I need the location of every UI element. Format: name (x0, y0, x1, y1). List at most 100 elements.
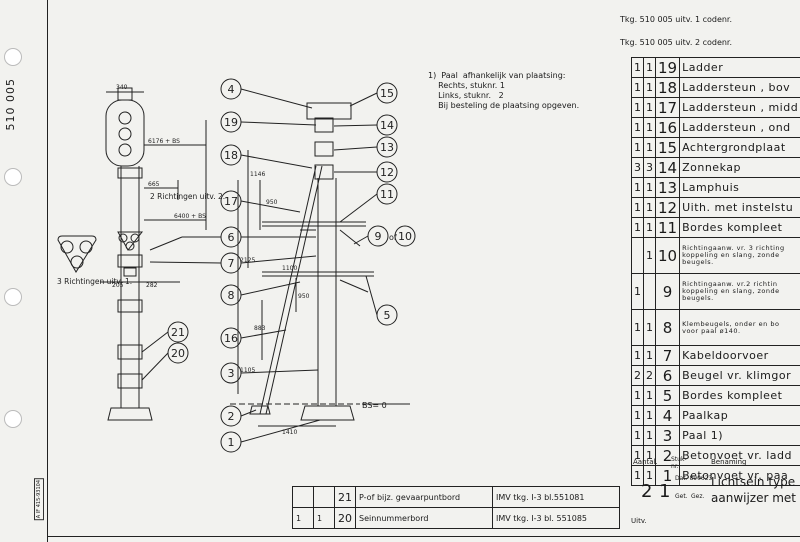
frame-border-bottom (47, 536, 800, 537)
lamp-icon (118, 143, 132, 157)
part-q2: 1 (643, 217, 656, 238)
balloon-label: 9 (375, 230, 382, 243)
balloon-label: 17 (224, 195, 238, 208)
balloon-label: 16 (224, 332, 238, 345)
part-q1: 1 (631, 97, 644, 118)
part-name: Betonvoet vr. ladd (679, 445, 800, 466)
part-name: Klembeugels, onder en bo voor paal ø140. (679, 309, 800, 346)
balloon-label: 11 (380, 188, 394, 201)
part-no: 14 (654, 157, 681, 178)
lamp-icon (118, 127, 132, 141)
part-q1: 1 (631, 137, 644, 158)
balloon-label: 15 (380, 87, 394, 100)
balloon-label: 4 (228, 83, 235, 96)
part-q1: 1 (631, 197, 644, 218)
extra-part-no: 21 (334, 486, 356, 508)
dim-label: 1146 (250, 171, 265, 178)
part-no: 12 (654, 197, 681, 218)
part-name: Betonvoet vr. paa (679, 465, 800, 486)
part-q2: 1 (643, 57, 656, 78)
part-q2: 1 (643, 197, 656, 218)
part-q2: 1 (643, 237, 656, 274)
part-q1: 1 (631, 57, 644, 78)
dim-label: 6400 + BS (174, 213, 206, 220)
extra-part-no: 20 (334, 507, 356, 529)
dim-label: 340 (116, 84, 128, 91)
part-name: Uith. met instelstu (679, 197, 800, 218)
title-block: 2 1 Uitv. Dat. 890623 Get. Gez. Lichtsei… (631, 475, 797, 525)
balloon-label: 10 (398, 230, 412, 243)
part-q1: 3 (631, 157, 644, 178)
header-ref-2: Tkg. 510 005 uitv. 2 codenr. (620, 38, 733, 47)
part-name: Bordes kompleet (679, 217, 800, 238)
balloon-label: 21 (171, 326, 185, 339)
part-no: 9 (654, 273, 681, 310)
bs-label: BS= 0 (362, 401, 387, 410)
part-no: 11 (654, 217, 681, 238)
part-q2: 1 (643, 77, 656, 98)
part-name: Laddersteun , bov (679, 77, 800, 98)
balloon-label: 14 (380, 119, 394, 132)
extra-part-name: Seinnummerbord (355, 507, 493, 529)
part-q1: 2 (631, 365, 644, 386)
balloon-label: 5 (384, 309, 391, 322)
binder-hole (4, 288, 22, 306)
part-no: 8 (654, 309, 681, 346)
dim-label: 205 (112, 282, 124, 289)
part-q2: 3 (643, 157, 656, 178)
dim-label: 883 (254, 325, 266, 332)
part-no: 7 (654, 345, 681, 366)
part-q2: 1 (643, 385, 656, 406)
part-name: Richtingaanw. vr. 3 richting koppeling e… (679, 237, 800, 274)
part-q2: 1 (643, 137, 656, 158)
balloon-label: 2 (228, 410, 235, 423)
lamp-icon (118, 111, 132, 125)
part-q1: 1 (631, 77, 644, 98)
part-q1: 1 (631, 117, 644, 138)
dim-label: 950 (266, 199, 278, 206)
part-q2: 1 (643, 345, 656, 366)
balloon-label: 18 (224, 149, 238, 162)
part-q2: 2 (643, 365, 656, 386)
part-name: Bordes kompleet (679, 385, 800, 406)
part-name: Lamphuis (679, 177, 800, 198)
dim-label: 950 (298, 293, 310, 300)
part-no: 15 (654, 137, 681, 158)
part-no: 10 (654, 237, 681, 274)
balloon-label: 13 (380, 141, 394, 154)
part-q1: 1 (631, 405, 644, 426)
binder-hole (4, 410, 22, 428)
extra-part-ref: IMV tkg. I-3 bl.551081 (492, 486, 620, 508)
part-name: Beugel vr. klimgor (679, 365, 800, 386)
binder-hole (4, 48, 22, 66)
part-q1: 1 (631, 465, 644, 486)
balloon-label: 6 (228, 231, 235, 244)
part-no: 5 (654, 385, 681, 406)
balloon-label: 1 (228, 436, 235, 449)
part-no: 3 (654, 425, 681, 446)
dim-label: 6176 + BS (148, 138, 180, 145)
binder-hole (4, 168, 22, 186)
of-label: of (389, 233, 397, 242)
part-name: Paalkap (679, 405, 800, 426)
extra-part-q2 (313, 486, 335, 508)
part-name: Achtergrondplaat (679, 137, 800, 158)
part-q1: 1 (631, 425, 644, 446)
part-name: Paal 1) (679, 425, 800, 446)
pole-cap (117, 87, 133, 101)
part-q1: 1 (631, 273, 644, 310)
